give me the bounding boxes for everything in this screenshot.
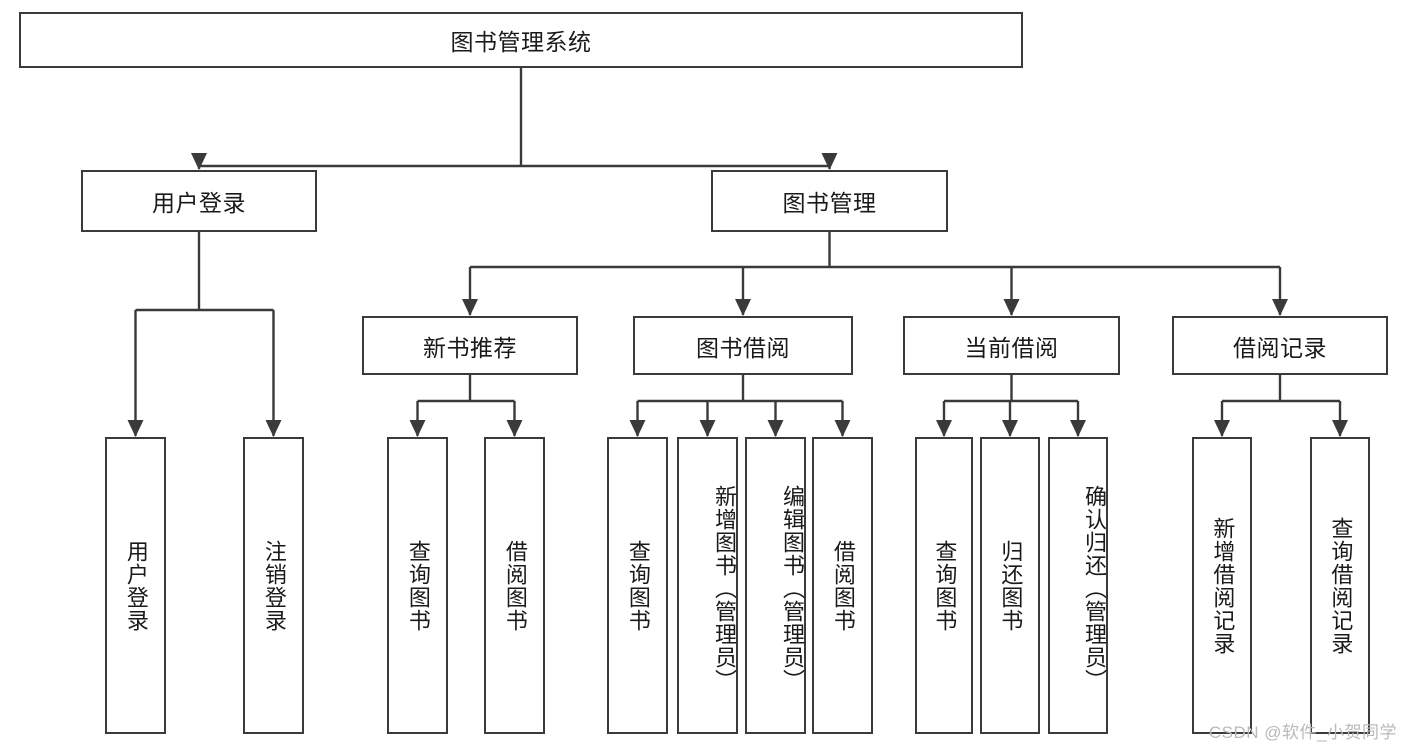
arrowhead-icon: [834, 420, 851, 437]
arrowhead-icon: [1003, 299, 1020, 316]
node-records-2[interactable]: 查询借阅记录: [1310, 437, 1370, 734]
watermark-label: CSDN @软件_小贺同学: [1208, 723, 1397, 742]
node-borrow-4[interactable]: 借阅图书: [812, 437, 873, 734]
arrowhead-icon: [409, 420, 426, 437]
node-label: 编辑图书（管理员）: [780, 485, 805, 692]
node-borrow[interactable]: 图书借阅: [633, 316, 853, 375]
node-current-1[interactable]: 查询图书: [915, 437, 973, 734]
node-label: 图书管理系统: [450, 29, 592, 55]
arrowhead-icon: [191, 153, 207, 170]
node-newbook[interactable]: 新书推荐: [362, 316, 578, 375]
node-label: 当前借阅: [964, 334, 1059, 361]
node-login-2[interactable]: 注销登录: [243, 437, 304, 734]
node-label: 新增借阅记录: [1210, 516, 1236, 655]
node-label: 新增图书（管理员）: [712, 485, 737, 692]
node-records-1[interactable]: 新增借阅记录: [1192, 437, 1252, 734]
arrowhead-icon: [1272, 299, 1288, 316]
node-borrow-2[interactable]: 新增图书（管理员）: [677, 437, 738, 734]
node-label: 查询图书: [932, 539, 958, 632]
arrowhead-icon: [1214, 420, 1230, 437]
node-label: 借阅记录: [1233, 334, 1327, 361]
node-label: 借阅图书: [830, 539, 856, 632]
node-current-3[interactable]: 确认归还（管理员）: [1048, 437, 1108, 734]
arrowhead-icon: [936, 420, 952, 437]
node-borrow-3[interactable]: 编辑图书（管理员）: [745, 437, 806, 734]
node-label: 查询图书: [405, 539, 431, 632]
node-current[interactable]: 当前借阅: [903, 316, 1120, 375]
node-label: 用户登录: [123, 539, 149, 632]
node-newbook-1[interactable]: 查询图书: [387, 437, 448, 734]
node-label: 确认归还（管理员）: [1082, 485, 1107, 692]
node-login[interactable]: 用户登录: [81, 170, 317, 232]
node-root[interactable]: 图书管理系统: [19, 12, 1023, 68]
arrowhead-icon: [767, 420, 784, 437]
arrowhead-icon: [1002, 420, 1018, 437]
arrowhead-icon: [735, 299, 751, 316]
arrowhead-icon: [699, 420, 716, 437]
node-label: 图书借阅: [696, 334, 790, 361]
node-label: 新书推荐: [423, 334, 517, 361]
arrowhead-icon: [629, 420, 646, 437]
node-records[interactable]: 借阅记录: [1172, 316, 1388, 375]
arrowhead-icon: [1332, 420, 1348, 437]
node-label: 借阅图书: [502, 539, 528, 632]
node-borrow-1[interactable]: 查询图书: [607, 437, 668, 734]
arrowhead-icon: [265, 420, 282, 437]
node-label: 用户登录: [152, 190, 246, 216]
node-bookmgmt[interactable]: 图书管理: [711, 170, 948, 232]
node-label: 注销登录: [261, 539, 287, 632]
arrowhead-icon: [127, 420, 144, 437]
arrowhead-icon: [821, 153, 838, 170]
node-current-2[interactable]: 归还图书: [980, 437, 1040, 734]
node-newbook-2[interactable]: 借阅图书: [484, 437, 545, 734]
node-label: 归还图书: [998, 539, 1024, 632]
arrowhead-icon: [1070, 420, 1086, 437]
arrowhead-icon: [506, 420, 523, 437]
node-label: 查询图书: [625, 539, 651, 632]
node-login-1[interactable]: 用户登录: [105, 437, 166, 734]
arrowhead-icon: [462, 299, 478, 316]
node-label: 查询借阅记录: [1328, 516, 1354, 655]
node-label: 图书管理: [782, 190, 877, 216]
